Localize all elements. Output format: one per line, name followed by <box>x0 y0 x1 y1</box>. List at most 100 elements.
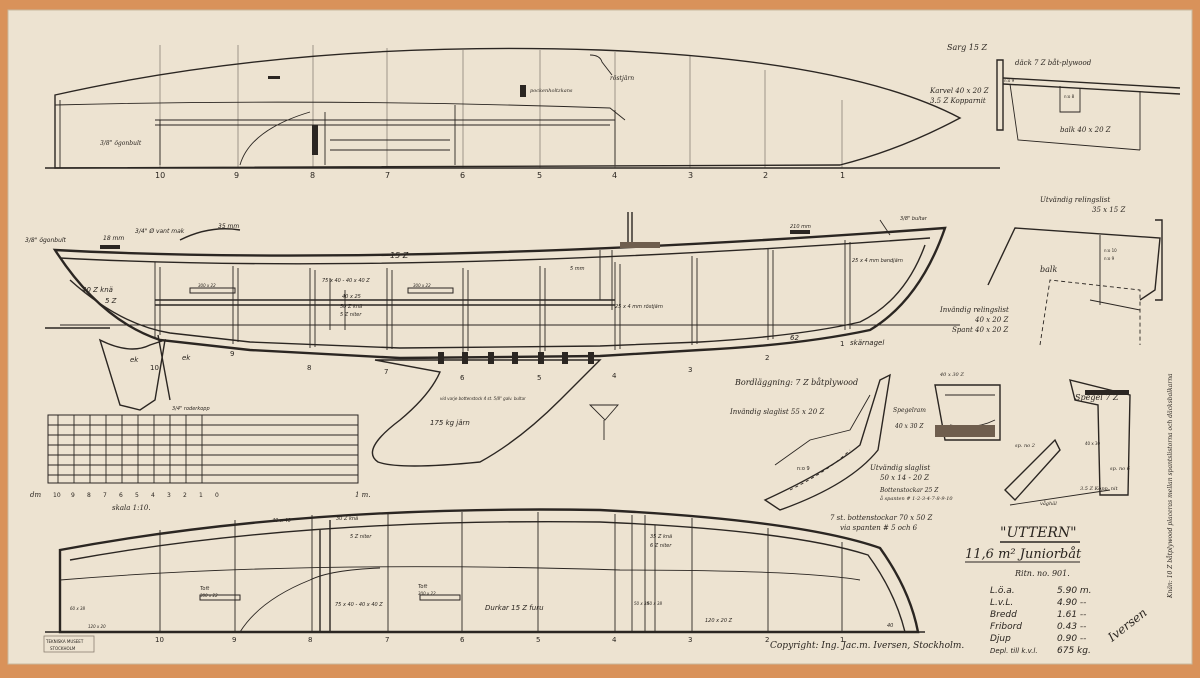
station-number: 5 <box>536 636 540 644</box>
station-number: 3 <box>688 636 692 644</box>
profile-label: 40 Z knä <box>82 286 113 294</box>
keel-bolt <box>488 352 494 364</box>
scale-unit-left: dm <box>30 491 41 499</box>
mast-step <box>620 242 660 248</box>
station-number: 1 <box>840 636 844 644</box>
scale-tick: 2 <box>183 492 187 499</box>
bottom-label: 50 x 14 - 20 Z <box>880 474 929 482</box>
plan-label: 300 x 22 <box>418 591 436 596</box>
scale-tick: 8 <box>87 492 91 499</box>
deck-detail-label: n:o 9 <box>1004 78 1015 83</box>
thwart <box>419 594 461 601</box>
rail-detail-label: 40 x 20 Z <box>974 316 1008 324</box>
deck-plan-view: 3/8" ögonbult röstjärn pockenholtzkans 1… <box>45 45 1000 180</box>
profile-label: 50 Z knä <box>340 304 362 310</box>
station-number: 7 <box>384 368 388 376</box>
spec-value: 0.43 -- <box>1057 622 1086 632</box>
rail-detail-label: n:o 9 <box>1104 256 1115 261</box>
spec-label: Fribord <box>990 622 1022 632</box>
scale-tick: 10 <box>53 492 61 499</box>
stamp-line: TEKNISKA MUSEET <box>45 639 84 644</box>
scale-tick: 0 <box>215 492 219 499</box>
label-eye-bolt: 3/8" ögonbult <box>100 140 142 147</box>
profile-label: 75 x 40 - 40 x 40 Z <box>322 278 370 284</box>
profile-label: 3/8" ögonbult <box>25 237 67 244</box>
station-number: 8 <box>310 171 315 180</box>
thwart <box>199 594 241 601</box>
station-number: 6 <box>460 636 465 644</box>
spec-label: Depl. till k.v.l. <box>990 647 1038 655</box>
stamp-line: STOCKHOLM <box>50 646 76 651</box>
station-number: 2 <box>765 636 769 644</box>
deck-detail-label: 3.5 Z Kopparnit <box>930 97 986 105</box>
rail-detail-label: 35 x 15 Z <box>1092 206 1125 214</box>
station-number: 4 <box>612 171 617 180</box>
scale-unit-right: 1 m. <box>355 491 371 499</box>
station-number: 3 <box>688 366 692 374</box>
deck-detail-label: balk 40 x 20 Z <box>1060 126 1111 134</box>
transom-label: Spegel 7 Z <box>1075 393 1119 402</box>
rail-detail-label: Spant 40 x 20 Z <box>952 326 1008 334</box>
station-number: 4 <box>612 636 617 644</box>
profile-label: 210 mm <box>790 224 811 230</box>
spec-value: 1.61 -- <box>1057 610 1086 620</box>
station-number: 7 <box>385 636 389 644</box>
station-numbers-top: 10 9 8 7 6 5 4 3 2 1 <box>155 171 845 180</box>
plan-label: 30 Z knä <box>336 516 358 522</box>
profile-label: 62 <box>790 334 799 342</box>
profile-label: 25 x 4 mm röstjärn <box>615 304 663 310</box>
station-number: 10 <box>155 636 164 644</box>
plan-label: Toft <box>200 586 210 592</box>
station-number: 2 <box>763 171 768 180</box>
copyright-line: Copyright: Ing. Jac.m. Iversen, Stockhol… <box>770 641 964 651</box>
transom-label: 40 x 30 <box>1085 441 1101 446</box>
spec-value: 4.90 -- <box>1057 598 1086 608</box>
station-number: 2 <box>765 354 769 362</box>
spec-label: Bredd <box>990 610 1017 620</box>
deck-detail-label: Karvel 40 x 20 Z <box>929 87 989 95</box>
rail-detail-label: Utvändig relingslist <box>1040 196 1110 204</box>
plan-label: 40 x 40 <box>272 518 291 524</box>
station-number: 9 <box>230 350 234 358</box>
plan-label: 60 x 38 <box>70 606 86 611</box>
profile-label: ek <box>130 356 139 364</box>
thwart <box>189 287 236 294</box>
rail-detail-label: n:o 10 <box>1104 248 1117 253</box>
deck-detail-label: däck 7 Z båt-plywood <box>1015 58 1092 67</box>
thwart <box>407 287 454 294</box>
bottom-label: n:o 9 <box>797 466 810 472</box>
paper-edge <box>7 9 1193 665</box>
profile-label: 5 mm <box>570 266 585 272</box>
station-number: 5 <box>537 374 541 382</box>
profile-label: vid varje bottenstock 4 st. 5/8" galv. b… <box>440 396 526 401</box>
scale-tick: 1 <box>199 492 203 499</box>
deck-detail-label: n:o 8 <box>1064 94 1075 99</box>
bottom-label: Invändig slaglist 55 x 20 Z <box>729 408 824 416</box>
keel-bolt <box>562 352 568 364</box>
scale-tick: 6 <box>119 492 123 499</box>
bottom-label: 40 x 30 Z <box>894 423 924 430</box>
plan-label: 35 Z knä <box>650 534 672 540</box>
deck-detail-label: Sarg 15 Z <box>947 43 987 52</box>
transom-label: våghäl <box>1040 500 1057 507</box>
scale-tick: 3 <box>167 492 171 499</box>
deck-fitting <box>520 85 526 97</box>
bottom-label: 40 x 30 Z <box>939 372 964 378</box>
station-number: 10 <box>155 171 165 180</box>
plan-view: 10 9 8 7 6 5 4 3 2 1 40 x 40 30 Z knä 5 … <box>45 508 925 644</box>
station-number: 7 <box>385 171 390 180</box>
boat-class: 11,6 m² Juniorbåt <box>965 546 1082 562</box>
plan-label: 120 x 20 <box>88 624 106 629</box>
scale-tick: 5 <box>135 492 139 499</box>
boat-name: "UTTERN" <box>1000 525 1077 541</box>
spec-value: 5.90 m. <box>1057 586 1092 596</box>
scale-tick: 4 <box>151 492 155 499</box>
station-number: 3 <box>688 171 693 180</box>
spec-label: L.v.L. <box>990 598 1013 608</box>
profile-label: 300 x 22 <box>413 283 431 288</box>
plan-label: 120 x 20 Z <box>705 618 733 624</box>
deck-fitting <box>268 76 280 79</box>
profile-label: 15 Z <box>390 251 409 260</box>
transom-plank <box>1085 390 1129 395</box>
drawing-number: Ritn. no. 901. <box>1014 569 1070 578</box>
